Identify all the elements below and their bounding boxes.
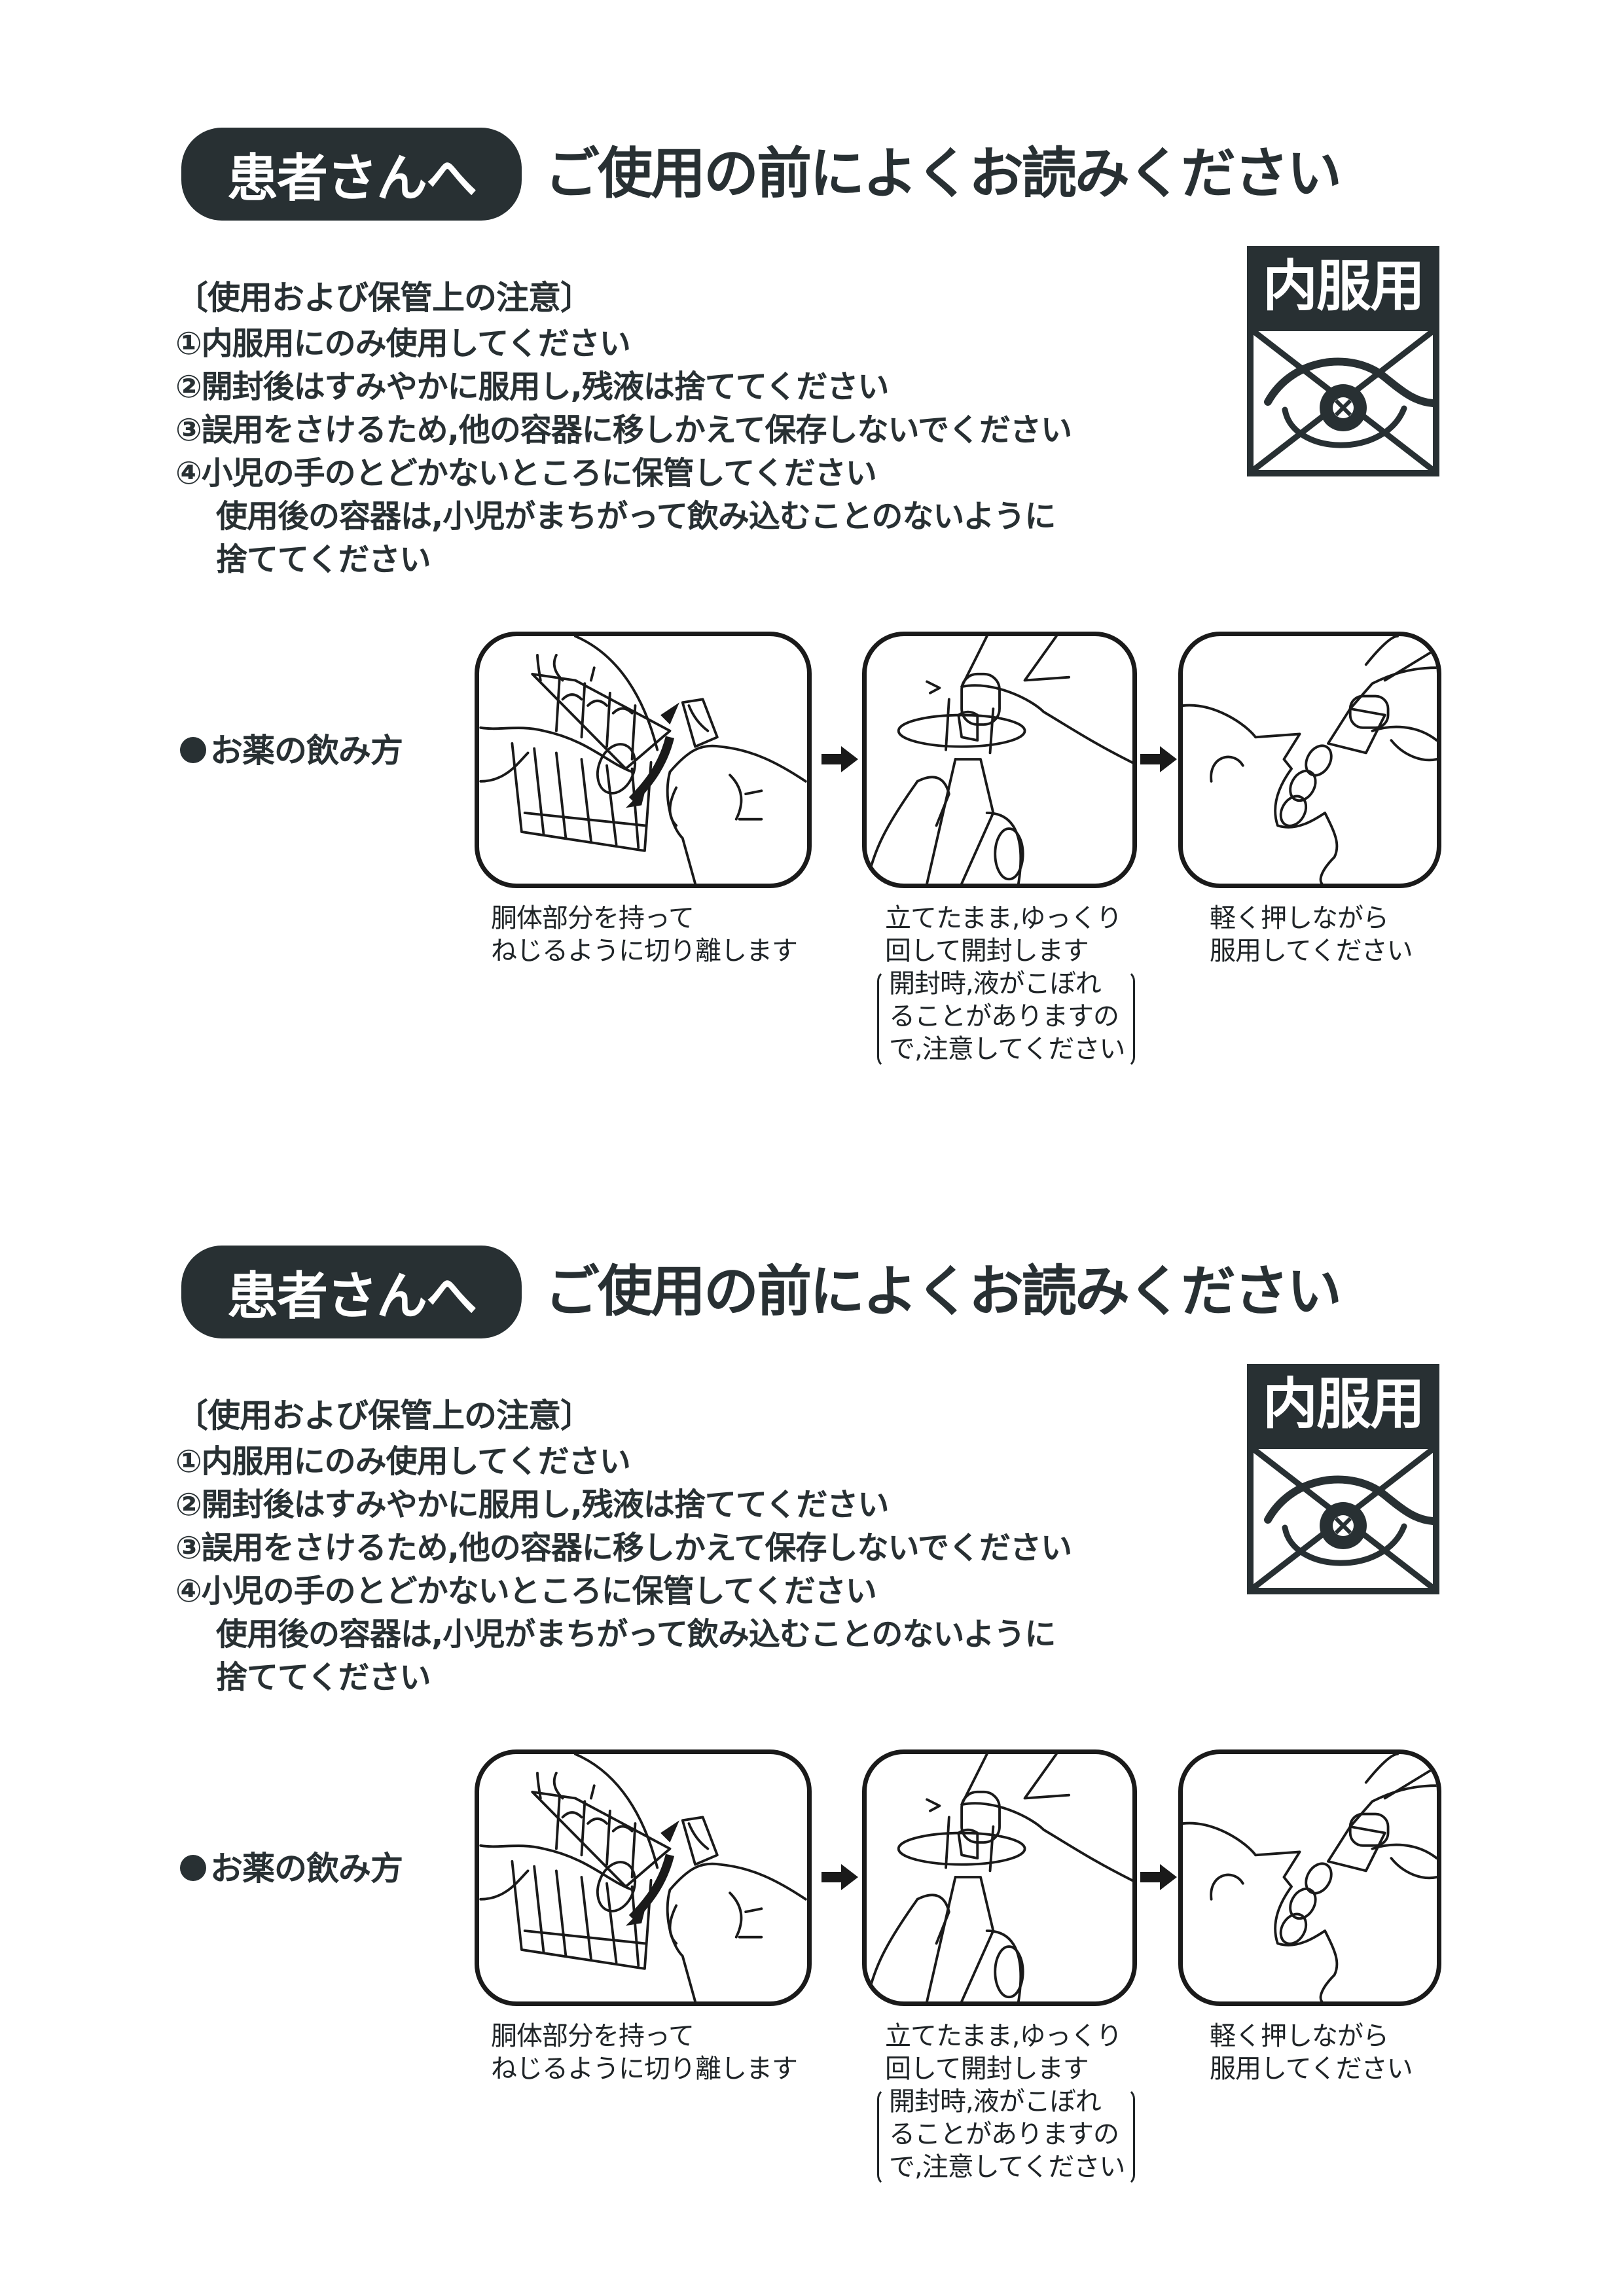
precaution-item: ③誤用をさけるため,他の容器に移しかえて保存しないでください — [175, 1530, 1072, 1566]
right-arrow-icon — [821, 746, 858, 772]
step-1-caption: 胴体部分を持って ねじるように切り離します — [491, 903, 798, 966]
no-eye-use-icon — [1252, 329, 1437, 473]
page-title: ご使用の前によくお読みください — [545, 1259, 1342, 1323]
spill-warning-note: 開封時,液がこぼれ ることがありますの で,注意してください — [876, 967, 1136, 1068]
bullet-icon — [180, 737, 206, 763]
drink-drops-illustration — [1178, 1749, 1441, 2006]
twist-open-illustration — [862, 1749, 1137, 2006]
precaution-item: ①内服用にのみ使用してください — [175, 325, 631, 362]
pill-label: 患者さんへ — [226, 149, 477, 208]
step-1-caption: 胴体部分を持って ねじるように切り離します — [491, 2021, 798, 2084]
precaution-item: ④小児の手のとどかないところに保管してください — [175, 455, 877, 492]
precaution-item-continued: 使用後の容器は,小児がまちがって飲み込むことのないように — [216, 498, 1056, 535]
instruction-section-1: 患者さんへ ご使用の前によくお読みください 〔使用および保管上の注意〕 ①内服用… — [0, 0, 1624, 1113]
step-3-caption: 軽く押しながら 服用してください — [1210, 2021, 1413, 2084]
how-to-take-heading: お薬の飲み方 — [180, 728, 403, 774]
right-arrow-icon — [1140, 1864, 1177, 1890]
patient-label-pill: 患者さんへ — [181, 128, 522, 221]
right-arrow-icon — [821, 1864, 858, 1890]
twist-open-illustration — [862, 632, 1137, 888]
precaution-item: ②開封後はすみやかに服用し,残液は捨ててください — [175, 1486, 889, 1523]
badge-label: 内服用 — [1262, 254, 1425, 318]
internal-use-badge: 内服用 — [1247, 246, 1439, 476]
pill-label: 患者さんへ — [226, 1267, 477, 1326]
drink-drops-illustration — [1178, 632, 1441, 888]
how-to-take-heading: お薬の飲み方 — [180, 1846, 403, 1892]
precaution-item: ④小児の手のとどかないところに保管してください — [175, 1573, 877, 1609]
no-eye-use-icon — [1252, 1446, 1437, 1590]
precautions-title: 〔使用および保管上の注意〕 — [175, 1397, 593, 1435]
spill-warning-note: 開封時,液がこぼれ ることがありますの で,注意してください — [876, 2085, 1136, 2186]
precaution-item: ③誤用をさけるため,他の容器に移しかえて保存しないでください — [175, 412, 1072, 448]
detach-ampoule-illustration — [475, 632, 812, 888]
precaution-item-continued: 捨ててください — [216, 1659, 431, 1696]
bullet-icon — [180, 1855, 206, 1881]
precaution-item-continued: 捨ててください — [216, 541, 431, 578]
step-2-caption: 立てたまま,ゆっくり 回して開封します 開封時,液がこぼれ ることがありますの … — [876, 903, 1136, 1068]
precautions-block: 〔使用および保管上の注意〕 ①内服用にのみ使用してください ②開封後はすみやかに… — [175, 1393, 1072, 1699]
instruction-section-2: 患者さんへ ご使用の前によくお読みください 〔使用および保管上の注意〕 ①内服用… — [0, 1118, 1624, 2231]
precautions-block: 〔使用および保管上の注意〕 ①内服用にのみ使用してください ②開封後はすみやかに… — [175, 275, 1072, 581]
right-arrow-icon — [1140, 746, 1177, 772]
precautions-title: 〔使用および保管上の注意〕 — [175, 279, 593, 317]
precaution-item-continued: 使用後の容器は,小児がまちがって飲み込むことのないように — [216, 1616, 1056, 1653]
internal-use-badge: 内服用 — [1247, 1364, 1439, 1594]
badge-label: 内服用 — [1262, 1372, 1425, 1436]
patient-label-pill: 患者さんへ — [181, 1246, 522, 1338]
step-2-caption: 立てたまま,ゆっくり 回して開封します 開封時,液がこぼれ ることがありますの … — [876, 2021, 1136, 2186]
page-title: ご使用の前によくお読みください — [545, 141, 1342, 206]
precaution-item: ①内服用にのみ使用してください — [175, 1443, 631, 1480]
precaution-item: ②開封後はすみやかに服用し,残液は捨ててください — [175, 368, 889, 405]
detach-ampoule-illustration — [475, 1749, 812, 2006]
step-3-caption: 軽く押しながら 服用してください — [1210, 903, 1413, 966]
